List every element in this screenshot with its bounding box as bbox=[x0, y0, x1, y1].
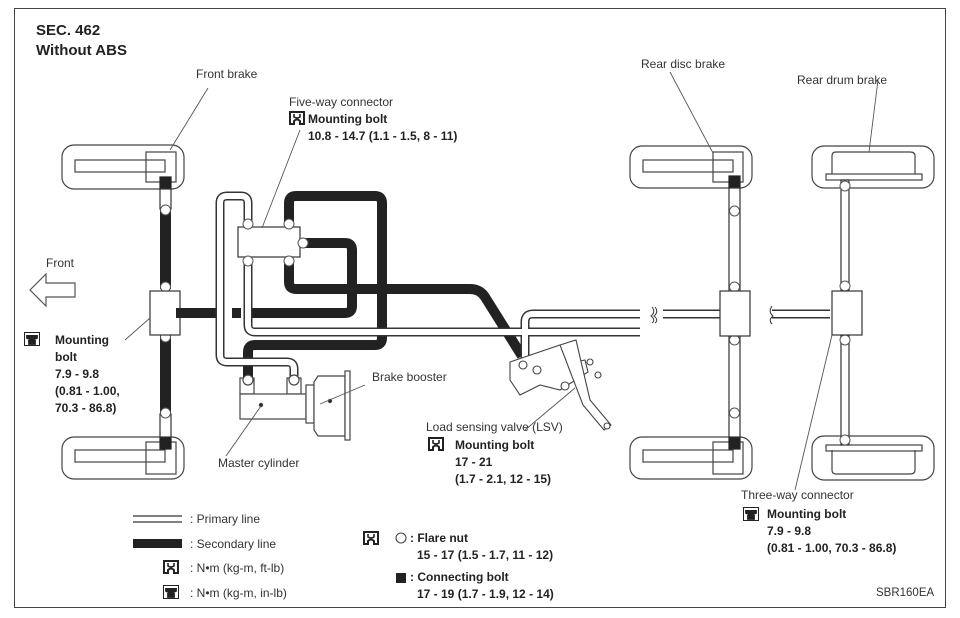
section-number: SEC. 462 bbox=[36, 22, 101, 39]
leader-lines bbox=[124, 71, 879, 491]
brake-booster bbox=[305, 370, 351, 441]
front-junction-block bbox=[149, 290, 181, 336]
legend-connecting-bolt-icon bbox=[396, 573, 406, 583]
legend-flare-nut-icon bbox=[395, 532, 407, 544]
three-way-torque-value-2: (0.81 - 1.00, 70.3 - 86.8) bbox=[767, 541, 897, 555]
label-three-way-connector: Three-way connector bbox=[741, 488, 854, 502]
legend-torque-in-lb-icon bbox=[163, 585, 179, 599]
label-front-brake: Front brake bbox=[196, 67, 258, 81]
legend-secondary-line-swatch bbox=[133, 539, 182, 548]
five-way-torque-value: 10.8 - 14.7 (1.1 - 1.5, 8 - 11) bbox=[308, 129, 458, 143]
label-front-direction: Front bbox=[46, 256, 75, 270]
front-brake-top bbox=[61, 144, 185, 190]
label-master-cylinder: Master cylinder bbox=[218, 456, 300, 470]
rear-drum-brake-bottom bbox=[811, 435, 935, 481]
legend-flare-nut-value: 15 - 17 (1.5 - 1.7, 11 - 12) bbox=[417, 548, 554, 562]
legend-secondary-line: : Secondary line bbox=[190, 537, 277, 551]
primary-lines bbox=[215, 191, 830, 378]
lsv-torque-title: Mounting bolt bbox=[455, 438, 535, 452]
rear-disc-brake-bottom bbox=[629, 436, 753, 480]
label-brake-booster: Brake booster bbox=[372, 370, 447, 384]
lsv-torque-value-2: (1.7 - 2.1, 12 - 15) bbox=[455, 472, 552, 486]
torque-ft-lb-icon bbox=[289, 111, 305, 125]
three-way-torque-value-1: 7.9 - 9.8 bbox=[767, 524, 812, 538]
label-rear-disc-brake: Rear disc brake bbox=[641, 57, 726, 71]
label-five-way-connector: Five-way connector bbox=[289, 95, 394, 109]
legend-primary-line: : Primary line bbox=[190, 512, 261, 526]
lsv-torque-value-1: 17 - 21 bbox=[455, 455, 493, 469]
front-junction-torque-value-1: 7.9 - 9.8 bbox=[55, 367, 100, 381]
label-lsv: Load sensing valve (LSV) bbox=[426, 420, 563, 434]
line-break-marks bbox=[650, 305, 774, 325]
torque-ft-lb-icon bbox=[428, 437, 444, 451]
front-arrow-icon bbox=[29, 272, 76, 308]
legend-unit-in-lb: : N•m (kg-m, in-lb) bbox=[190, 586, 287, 600]
load-sensing-valve bbox=[509, 339, 612, 431]
five-way-connector bbox=[237, 226, 301, 258]
legend-flare-nut-label: : Flare nut bbox=[410, 531, 469, 545]
figure-code: SBR160EA bbox=[876, 587, 935, 599]
legend-connecting-bolt-value: 17 - 19 (1.7 - 1.9, 12 - 14) bbox=[417, 587, 554, 601]
variant-title: Without ABS bbox=[36, 42, 127, 59]
three-way-connector bbox=[831, 290, 863, 336]
legend-torque-ft-lb-icon bbox=[363, 531, 379, 545]
legend-unit-ft-lb: : N•m (kg-m, ft-lb) bbox=[190, 561, 285, 575]
rear-disc-brake-top bbox=[629, 145, 753, 189]
label-rear-drum-brake: Rear drum brake bbox=[797, 73, 888, 87]
torque-in-lb-icon bbox=[743, 507, 759, 521]
rear-drum-brake-top bbox=[811, 145, 935, 189]
secondary-lines bbox=[186, 191, 527, 378]
front-junction-torque-value-2: (0.81 - 1.00, bbox=[55, 384, 120, 398]
diagram-frame bbox=[14, 8, 946, 608]
torque-in-lb-icon bbox=[24, 332, 40, 346]
front-junction-torque-title-2: bolt bbox=[55, 350, 77, 364]
legend-primary-line-swatch bbox=[133, 515, 182, 523]
front-junction-torque-title-1: Mounting bbox=[55, 333, 109, 347]
legend-torque-ft-lb-icon bbox=[163, 560, 179, 574]
front-brake-bottom bbox=[61, 436, 185, 480]
front-junction-bolt bbox=[176, 308, 186, 318]
master-cylinder bbox=[239, 374, 307, 420]
rear-disc-junction-block bbox=[719, 290, 751, 337]
five-way-torque-title: Mounting bolt bbox=[308, 112, 388, 126]
front-junction-torque-value-3: 70.3 - 86.8) bbox=[55, 401, 117, 415]
legend-connecting-bolt-label: : Connecting bolt bbox=[410, 570, 509, 584]
three-way-torque-title: Mounting bolt bbox=[767, 507, 847, 521]
five-way-nuts bbox=[242, 218, 309, 267]
